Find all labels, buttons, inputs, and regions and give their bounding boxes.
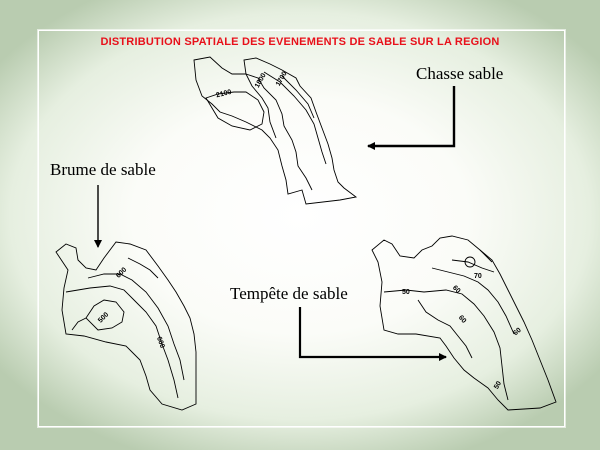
label-tempete-de-sable: Tempête de sable: [230, 284, 348, 303]
contour-label: 500: [97, 311, 110, 324]
slide-frame: [38, 30, 565, 427]
label-chasse-sable: Chasse sable: [416, 64, 504, 83]
label-brume-de-sable: Brume de sable: [50, 160, 156, 179]
contour-label: 2100: [215, 89, 232, 100]
contour-label: 1800: [254, 72, 268, 89]
contour-label: 50: [493, 380, 503, 390]
contour-label: 60: [457, 314, 467, 325]
slide-title: DISTRIBUTION SPATIALE DES EVENEMENTS DE …: [100, 36, 500, 48]
map-brume-de-sable: 600 500 600: [55, 241, 197, 411]
contour-label: 50: [402, 289, 410, 296]
map-tempete-de-sable: 70 60 60 50 60 50: [371, 235, 557, 411]
contour-label: 60: [451, 284, 462, 295]
contour-label: 60: [512, 327, 523, 337]
contour-label: 70: [474, 273, 482, 280]
contour-label: 1700: [275, 70, 289, 87]
map-chasse-sable: 1800 1700 2100: [193, 56, 358, 205]
arrow-chasse: [367, 86, 456, 150]
arrow-tempete: [298, 307, 447, 361]
contour-label: 600: [155, 336, 166, 349]
